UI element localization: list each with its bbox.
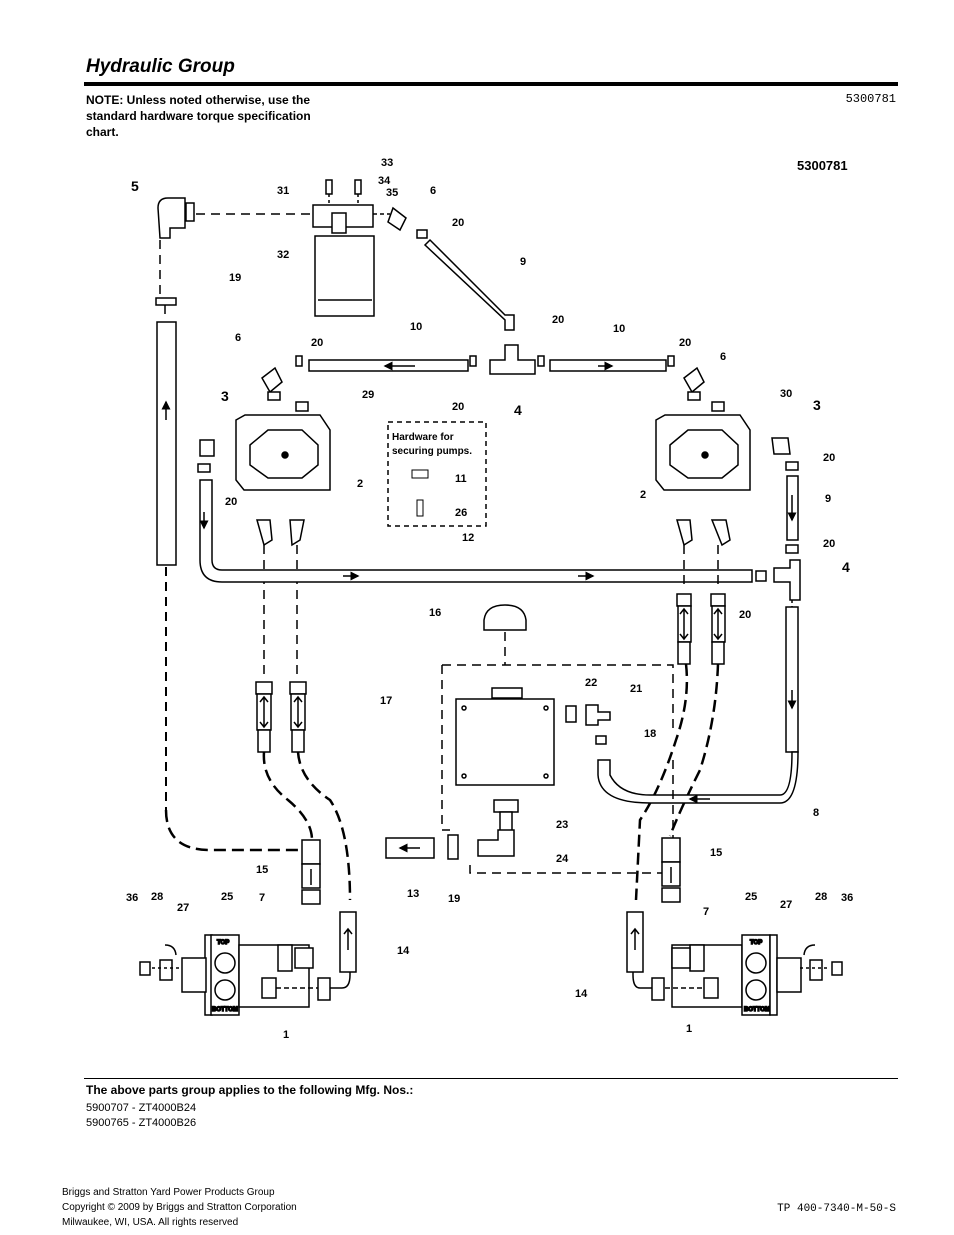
return-hose — [156, 321, 310, 852]
reservoir-assembly — [385, 604, 674, 874]
callout-20i: 20 — [739, 609, 751, 621]
hardware-box-title: Hardware for — [392, 432, 454, 443]
callout-3: 3 — [221, 388, 229, 404]
callout-28: 28 — [151, 891, 163, 903]
callout-33: 33 — [381, 157, 393, 169]
callout-20: 20 — [452, 217, 464, 229]
tp-number: TP 400-7340-M-50-S — [777, 1203, 896, 1215]
footer-line: Copyright © 2009 by Briggs and Stratton … — [62, 1202, 297, 1213]
callout-5: 5 — [131, 178, 139, 194]
callout-14: 14 — [397, 945, 410, 957]
left-pump — [197, 366, 331, 680]
callout-20g: 20 — [823, 452, 835, 464]
callout-18: 18 — [644, 728, 656, 740]
callout-6: 6 — [430, 185, 436, 197]
right-pump-hoses — [597, 545, 799, 901]
footer-line: Milwaukee, WI, USA. All rights reserved — [62, 1217, 239, 1228]
left-motor-bottom-label: BOTTOM — [212, 1007, 238, 1013]
callout-8: 8 — [813, 807, 819, 819]
callout-32: 32 — [277, 249, 289, 261]
callout-9: 9 — [520, 256, 526, 268]
callout-20c: 20 — [552, 314, 564, 326]
applies-heading: The above parts group applies to the fol… — [86, 1083, 414, 1097]
right-motor-bottom-label: BOTTOM — [744, 1007, 770, 1013]
callout-20h: 20 — [823, 538, 835, 550]
mfg-number-item: 5900707 - ZT4000B24 — [86, 1102, 197, 1114]
callout-31: 31 — [277, 185, 289, 197]
callout-4b: 4 — [842, 559, 850, 575]
applies-rule — [84, 1078, 898, 1079]
page-title: Hydraulic Group — [86, 56, 235, 77]
callout-20d: 20 — [679, 337, 691, 349]
callout-36: 36 — [126, 892, 138, 904]
mfg-number-item: 5900765 - ZT4000B26 — [86, 1117, 197, 1129]
callout-13: 13 — [407, 888, 419, 900]
callout-24: 24 — [556, 853, 569, 865]
hardware-box: Hardware for securing pumps. — [387, 421, 487, 527]
callout-27: 27 — [177, 902, 189, 914]
callout-6b: 6 — [235, 332, 241, 344]
callout-17: 17 — [380, 695, 392, 707]
callout-6c: 6 — [720, 351, 726, 363]
callout-10: 10 — [410, 321, 422, 333]
callout-34: 34 — [378, 175, 391, 187]
callout-30: 30 — [780, 388, 792, 400]
callout-16: 16 — [429, 607, 441, 619]
callout-4: 4 — [514, 402, 522, 418]
right-motor-top-label: TOP — [750, 940, 762, 946]
svg-text:securing pumps.: securing pumps. — [392, 446, 472, 457]
callout-20b: 20 — [311, 337, 323, 349]
title-rule — [84, 82, 898, 86]
callout-25: 25 — [221, 891, 233, 903]
callout-36b: 36 — [841, 892, 853, 904]
callout-3b: 3 — [813, 397, 821, 413]
footer-copyright: Briggs and Stratton Yard Power Products … — [62, 1185, 297, 1230]
callout-7: 7 — [259, 892, 265, 904]
callout-35: 35 — [386, 187, 398, 199]
assembly-number: 5300781 — [797, 158, 848, 173]
callout-7b: 7 — [703, 906, 709, 918]
left-pump-hoses — [255, 681, 352, 901]
callout-15: 15 — [256, 864, 268, 876]
right-pump — [655, 366, 799, 554]
tee-lines — [295, 344, 675, 375]
filter-assembly — [155, 179, 515, 331]
callout-1: 1 — [283, 1029, 289, 1041]
callout-29: 29 — [362, 389, 374, 401]
callout-10b: 10 — [613, 323, 625, 335]
callout-21: 21 — [630, 683, 642, 695]
callout-14b: 14 — [575, 988, 588, 1000]
callout-2: 2 — [357, 478, 363, 490]
callout-15b: 15 — [710, 847, 722, 859]
callout-12: 12 — [462, 532, 474, 544]
callout-27b: 27 — [780, 899, 792, 911]
line-12 — [199, 479, 801, 610]
callout-28b: 28 — [815, 891, 827, 903]
callout-9b: 9 — [825, 493, 831, 505]
callout-20f: 20 — [225, 496, 237, 508]
left-motor-top-label: TOP — [217, 940, 229, 946]
callout-22: 22 — [585, 677, 597, 689]
hydraulic-diagram: 5300781 — [126, 157, 853, 1041]
callout-26: 26 — [455, 507, 467, 519]
callout-23: 23 — [556, 819, 568, 831]
callout-11: 11 — [455, 473, 467, 485]
callout-19: 19 — [229, 272, 241, 284]
callout-20e: 20 — [452, 401, 464, 413]
doc-number: 5300781 — [845, 92, 896, 106]
right-wheel-motor: TOP BOTTOM — [626, 837, 843, 1016]
left-wheel-motor: TOP BOTTOM — [139, 839, 357, 1016]
footer-line: Briggs and Stratton Yard Power Products … — [62, 1187, 275, 1198]
callout-25b: 25 — [745, 891, 757, 903]
callout-1b: 1 — [686, 1023, 692, 1035]
callout-numbers: 1 1 2 2 3 3 4 4 5 6 6 6 7 7 8 9 9 10 10 … — [126, 157, 853, 1041]
callout-19b: 19 — [448, 893, 460, 905]
callout-2b: 2 — [640, 489, 646, 501]
torque-note: NOTE: Unless noted otherwise, use the st… — [86, 93, 311, 139]
